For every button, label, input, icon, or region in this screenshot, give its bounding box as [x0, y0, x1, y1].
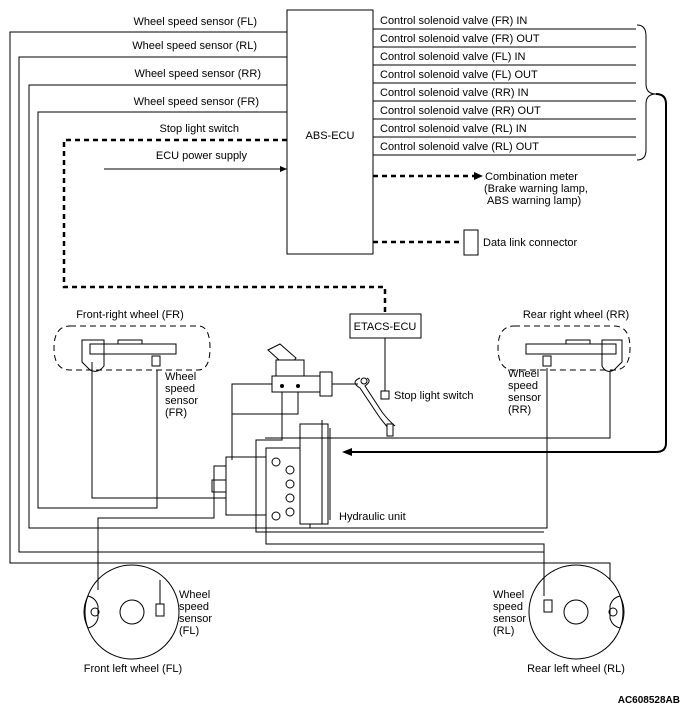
- fr-sensor-label-2: speed: [165, 383, 195, 395]
- valve-label-fr-in: Control solenoid valve (FR) IN: [380, 15, 527, 27]
- dlc-box: [463, 229, 479, 256]
- rl-sensor-label-1: Wheel: [493, 589, 524, 601]
- valve-lines: [373, 28, 636, 156]
- brake-pipes: [91, 362, 611, 590]
- fr-sensor-label-1: Wheel: [165, 371, 196, 383]
- valve-brace: [636, 24, 657, 161]
- meter-label-2: (Brake warning lamp,: [484, 183, 588, 195]
- rr-sensor-label-1: Wheel: [508, 368, 539, 380]
- valve-label-rr-in: Control solenoid valve (RR) IN: [380, 87, 529, 99]
- rr-sensor-label-4: (RR): [508, 404, 531, 416]
- meter-label-1: Combination meter: [485, 171, 578, 183]
- fr-wheel-title: Front-right wheel (FR): [76, 309, 184, 321]
- input-label-wss-rr: Wheel speed sensor (RR): [134, 68, 261, 80]
- stop-light-dashed-line: [62, 138, 387, 314]
- master-cylinder-icon: [267, 343, 358, 397]
- fl-sensor-label-2: speed: [179, 601, 209, 613]
- rl-sensor-label-2: speed: [493, 601, 523, 613]
- valve-label-fl-in: Control solenoid valve (FL) IN: [380, 51, 526, 63]
- valve-bus-arrow: [342, 448, 352, 456]
- front-left-wheel: [83, 564, 180, 660]
- rl-sensor-label-3: sensor: [493, 613, 526, 625]
- rr-sensor-label-2: speed: [508, 380, 538, 392]
- valve-label-fl-out: Control solenoid valve (FL) OUT: [380, 69, 538, 81]
- wss-rr-line: [28, 84, 548, 529]
- input-label-wss-fl: Wheel speed sensor (FL): [134, 16, 258, 28]
- wss-fr-line: [37, 111, 287, 509]
- fl-sensor-label-4: (FL): [179, 625, 199, 637]
- input-label-wss-fr: Wheel speed sensor (FR): [134, 96, 259, 108]
- rear-left-wheel: [528, 564, 625, 660]
- front-right-wheel: [53, 325, 211, 372]
- figure-code: AC608528AB: [618, 695, 680, 706]
- rl-wheel-title: Rear left wheel (RL): [527, 663, 625, 675]
- rl-sensor-label-4: (RL): [493, 625, 514, 637]
- rear-right-wheel: [497, 325, 631, 372]
- abs-ecu-label: ABS-ECU: [306, 130, 355, 142]
- fl-sensor-label-1: Wheel: [179, 589, 210, 601]
- fr-sensor-label-3: sensor: [165, 395, 198, 407]
- input-label-stop-light: Stop light switch: [160, 123, 239, 135]
- rr-wheel-title: Rear right wheel (RR): [523, 309, 629, 321]
- fl-sensor-label-3: sensor: [179, 613, 212, 625]
- ecu-power-arrow: [280, 166, 287, 172]
- wss-fl-line: [9, 31, 611, 580]
- valve-label-rl-out: Control solenoid valve (RL) OUT: [380, 141, 539, 153]
- stop-switch-label: Stop light switch: [394, 390, 473, 402]
- fr-sensor-label-4: (FR): [165, 407, 187, 419]
- brake-pedal-icon: [354, 377, 396, 437]
- valve-label-rr-out: Control solenoid valve (RR) OUT: [380, 105, 541, 117]
- valve-label-fr-out: Control solenoid valve (FR) OUT: [380, 33, 540, 45]
- valve-label-rl-in: Control solenoid valve (RL) IN: [380, 123, 527, 135]
- abs-ecu-box: [286, 9, 374, 255]
- etacs-ecu-label: ETACS-ECU: [354, 321, 417, 333]
- meter-label-3: ABS warning lamp): [487, 195, 581, 207]
- stop-switch-symbol: [380, 390, 390, 400]
- meter-arrow: [474, 172, 483, 180]
- input-label-wss-rl: Wheel speed sensor (RL): [132, 40, 257, 52]
- hydraulic-unit-icon: [211, 420, 331, 529]
- dlc-label: Data link connector: [483, 237, 577, 249]
- input-label-power: ECU power supply: [156, 150, 248, 162]
- valve-bus-line: [346, 93, 667, 453]
- fl-wheel-title: Front left wheel (FL): [84, 663, 182, 675]
- hydraulic-unit-label: Hydraulic unit: [339, 511, 406, 523]
- rr-sensor-label-3: sensor: [508, 392, 541, 404]
